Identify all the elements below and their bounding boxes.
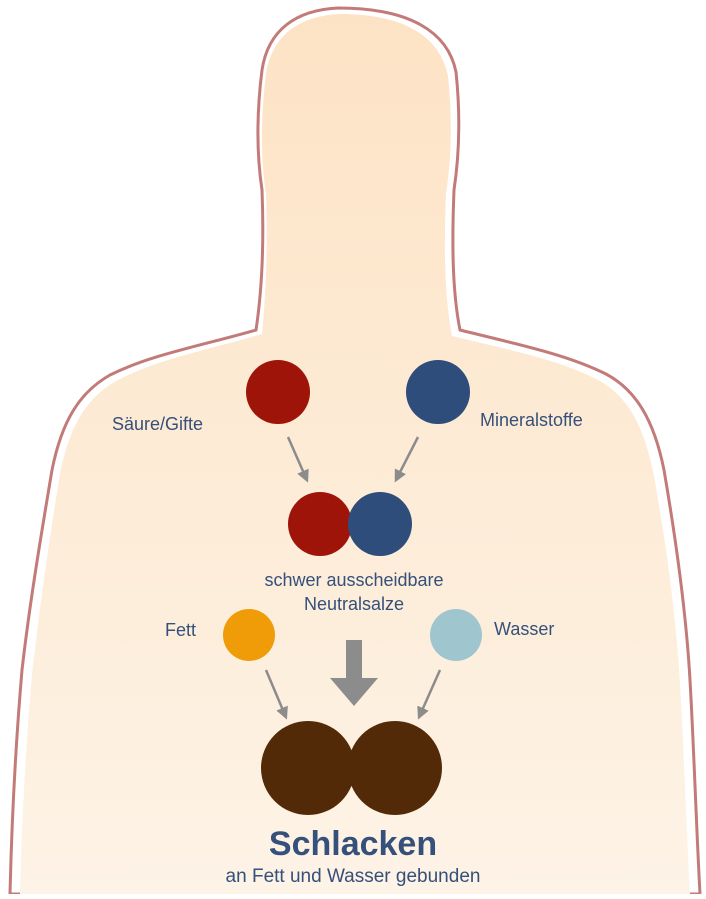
water-circle [430,609,482,661]
neutral-salt-mineral-circle [348,492,412,556]
neutral-salts-label-line2: Neutralsalze [304,594,404,615]
slag-subtitle: an Fett und Wasser gebunden [226,866,481,888]
acid-circle [246,360,310,424]
slag-title: Schlacken [269,825,437,864]
acid-label: Säure/Gifte [112,414,203,435]
fat-circle [223,609,275,661]
slag-circle-right [348,721,442,815]
water-label: Wasser [494,619,554,640]
neutral-salt-acid-circle [288,492,352,556]
fat-label: Fett [165,620,196,641]
minerals-circle [406,360,470,424]
slag-circle-left [261,721,355,815]
neutral-salts-label-line1: schwer ausscheidbare [264,570,443,591]
minerals-label: Mineralstoffe [480,410,583,431]
